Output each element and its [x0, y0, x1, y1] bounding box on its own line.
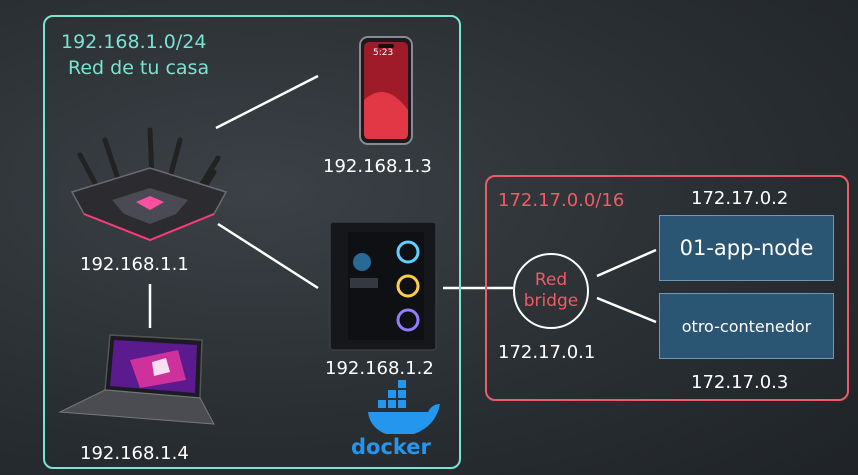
pc-ip: 192.168.1.2: [325, 358, 434, 379]
laptop-icon: [58, 334, 215, 425]
lan-name-label: Red de tu casa: [68, 57, 210, 79]
lan-subnet-label: 192.168.1.0/24: [61, 31, 207, 53]
link-bridge-app-node: [596, 248, 657, 278]
bridge-node: Red bridge: [513, 253, 589, 329]
link-bridge-otro: [596, 296, 657, 324]
container-name-otro: otro-contenedor: [681, 316, 812, 336]
home-network-box: [43, 15, 461, 469]
router-icon: [70, 127, 228, 242]
docker-whale-icon: [368, 380, 440, 434]
container-app-node: 01-app-node: [659, 215, 834, 281]
pc-tower-icon: [329, 221, 437, 351]
link-router-pc: [217, 222, 319, 290]
phone-ip: 192.168.1.3: [323, 156, 432, 177]
phone-time: 5:23: [373, 48, 394, 58]
laptop-ip: 192.168.1.4: [80, 443, 189, 464]
container-otro: otro-contenedor: [659, 293, 834, 359]
container-ip-otro: 172.17.0.3: [691, 372, 789, 393]
docker-bridge-network-box: [485, 175, 849, 401]
link-router-phone: [215, 74, 319, 130]
bridge-gateway-ip: 172.17.0.1: [498, 342, 596, 363]
router-ip: 192.168.1.1: [80, 254, 189, 275]
container-name-app-node: 01-app-node: [679, 236, 814, 260]
docker-logo-text: docker: [351, 435, 431, 459]
container-ip-app-node: 172.17.0.2: [691, 188, 789, 209]
bridge-label-line2: bridge: [523, 291, 579, 311]
bridge-label-line1: Red: [534, 270, 568, 290]
phone-icon: [359, 36, 413, 145]
bridge-subnet-label: 172.17.0.0/16: [498, 190, 625, 211]
